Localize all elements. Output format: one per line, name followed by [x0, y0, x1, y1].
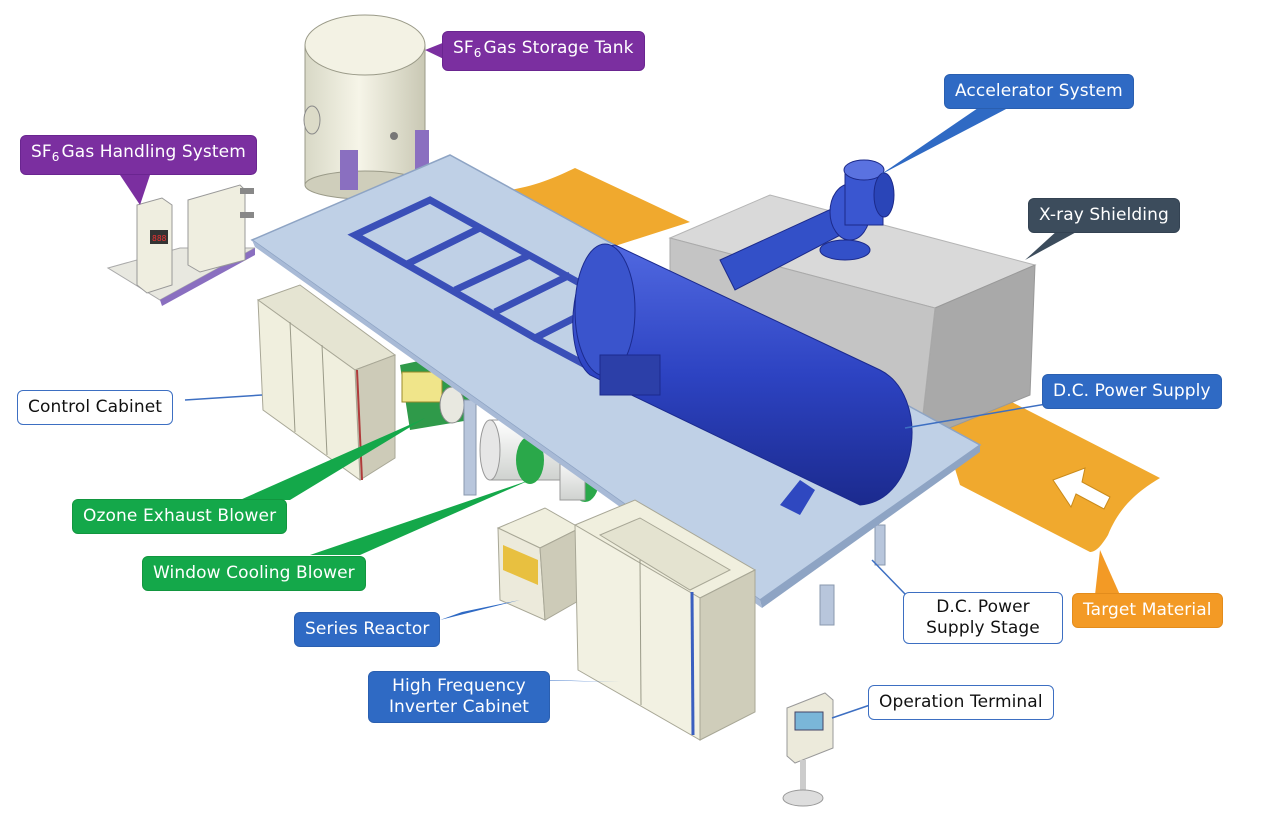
operation-terminal	[782, 692, 834, 807]
accelerator-system-label: Accelerator System	[944, 74, 1134, 109]
control-cabinet	[256, 284, 397, 482]
platform-legs	[463, 399, 886, 626]
dc-power-supply-stage-label: D.C. Power Supply Stage	[903, 592, 1063, 644]
target-material-label: Target Material	[1072, 593, 1223, 628]
operation-terminal-label: Operation Terminal	[868, 685, 1054, 720]
dc-power-supply-label: D.C. Power Supply	[1042, 374, 1222, 409]
svg-text:888: 888	[152, 234, 167, 243]
window-cooling-blower	[479, 419, 599, 502]
hf-inverter-cabinet-label: High Frequency Inverter Cabinet	[368, 671, 550, 723]
xray-shielding-label: X-ray Shielding	[1028, 198, 1180, 233]
sf6-handling-system: 888	[106, 184, 256, 306]
series-reactor-label: Series Reactor	[294, 612, 441, 647]
accelerator-system	[572, 159, 913, 515]
target-material-belt	[510, 168, 1160, 552]
series-reactor	[496, 507, 582, 621]
ozone-exhaust-blower-label: Ozone Exhaust Blower	[72, 499, 288, 534]
control-cabinet-label: Control Cabinet	[17, 390, 174, 425]
hf-inverter-cabinet	[573, 499, 757, 741]
window-cooling-blower-label: Window Cooling Blower	[142, 556, 366, 591]
